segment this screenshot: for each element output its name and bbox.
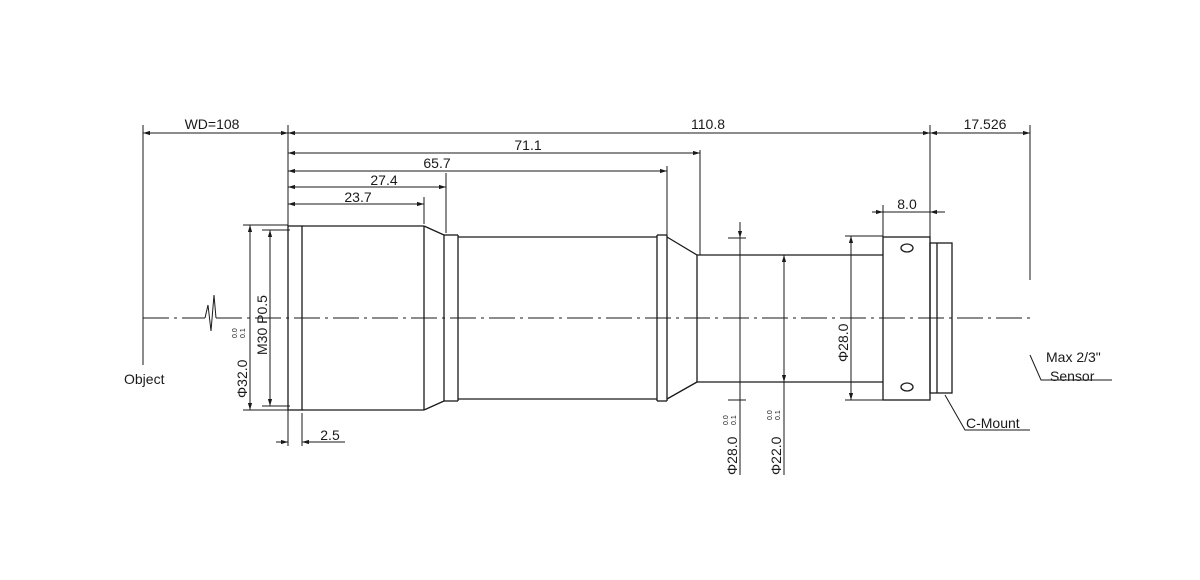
dim-2-5: 2.5 — [320, 427, 340, 443]
svg-text:0.0: 0.0 — [723, 415, 730, 425]
dim-27-4: 27.4 — [370, 172, 397, 188]
dim-8-0: 8.0 — [897, 196, 917, 212]
horizontal-dimension-lines — [143, 130, 1030, 445]
diameter-labels: Φ32.0 0.0 0.1 M30 P0.5 Φ28.0 Φ28.0 0.0 0… — [232, 295, 851, 475]
tol-front-outer: 0.0 0.1 — [232, 328, 247, 338]
leaders — [944, 354, 1112, 431]
object-label: Object — [124, 371, 165, 387]
svg-text:0.0: 0.0 — [232, 328, 239, 338]
dia-front-thread: M30 P0.5 — [254, 295, 270, 355]
dim-total-length: 110.8 — [691, 116, 725, 132]
sensor-label-line1: Max 2/3" — [1046, 349, 1101, 365]
dia-rear-inner: Φ22.0 — [768, 436, 784, 475]
lens-body — [287, 225, 953, 411]
dimension-labels: WD=108 110.8 17.526 71.1 65.7 27.4 23.7 … — [185, 116, 1007, 443]
annotation-labels: Object Max 2/3" Sensor C-Mount — [124, 349, 1101, 431]
tol-rear-inner: 0.0 0.1 — [767, 410, 782, 420]
svg-text:0.1: 0.1 — [731, 415, 738, 425]
dia-rear-body: Φ28.0 — [835, 323, 851, 362]
screw-hole-top — [900, 243, 914, 253]
optical-axis — [143, 294, 1035, 332]
dim-23-7: 23.7 — [344, 189, 371, 205]
mount-label: C-Mount — [966, 415, 1020, 431]
dia-front-outer: Φ32.0 — [234, 359, 250, 398]
svg-text:0.1: 0.1 — [775, 410, 782, 420]
dim-wd: WD=108 — [185, 116, 240, 132]
screw-hole-bottom — [900, 382, 914, 392]
dia-rear-outer: Φ28.0 — [724, 436, 740, 475]
dim-71-1: 71.1 — [514, 137, 541, 153]
extension-lines — [142, 125, 1031, 446]
tol-rear-outer: 0.0 0.1 — [723, 415, 738, 425]
dim-back-focus: 17.526 — [964, 116, 1007, 132]
svg-text:0.0: 0.0 — [767, 410, 774, 420]
dim-65-7: 65.7 — [423, 155, 450, 171]
svg-text:0.1: 0.1 — [240, 328, 247, 338]
sensor-label-line2: Sensor — [1050, 368, 1095, 384]
vertical-dimension-lines — [247, 222, 854, 475]
